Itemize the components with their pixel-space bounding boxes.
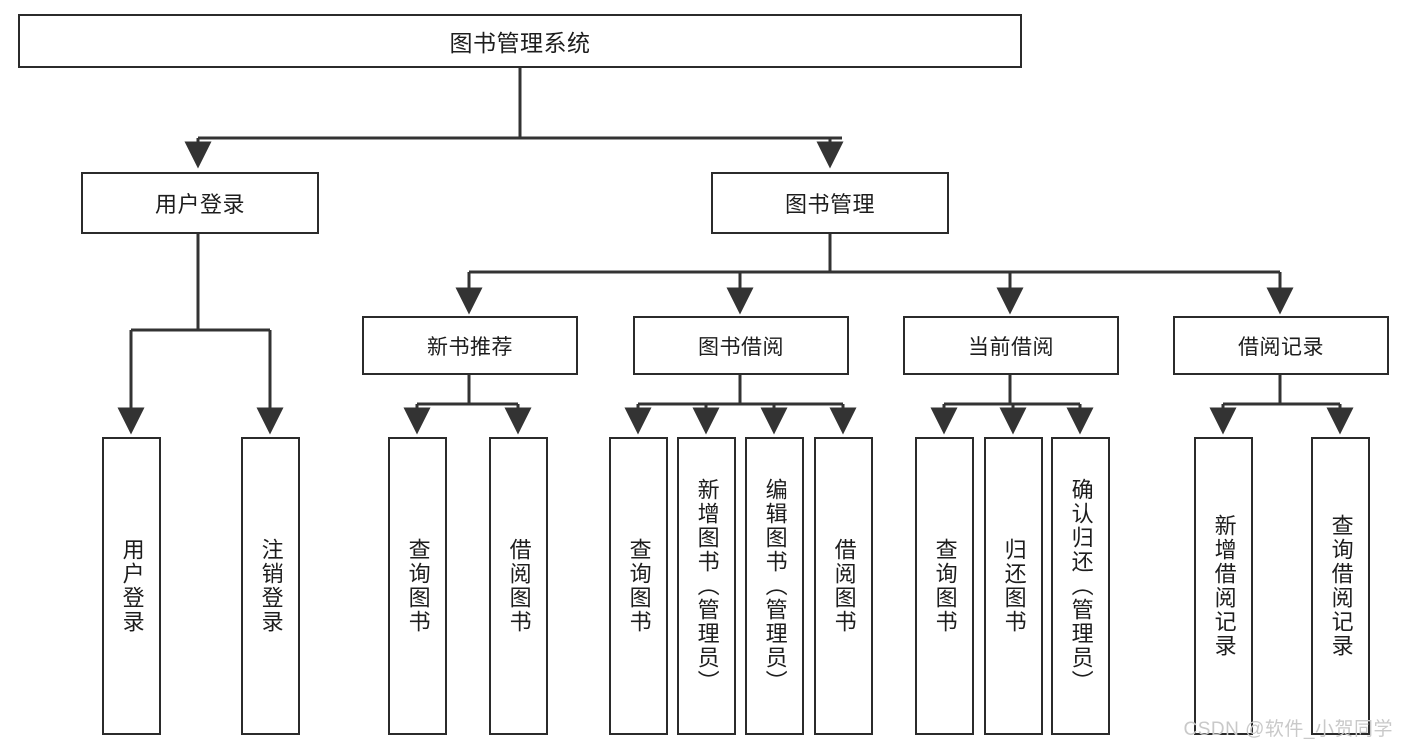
node-label: 借阅图书 bbox=[506, 538, 532, 634]
node-label: 图书管理 bbox=[784, 192, 875, 217]
leaf-new-book-borrow[interactable]: 借阅图书 bbox=[489, 437, 548, 735]
node-label: 编辑图书（管理员） bbox=[762, 478, 788, 694]
node-label: 查询图书 bbox=[626, 538, 652, 634]
node-label: 归还图书 bbox=[1001, 538, 1027, 634]
node-label: 查询图书 bbox=[405, 538, 431, 634]
leaf-book-borrow-borrow[interactable]: 借阅图书 bbox=[814, 437, 873, 735]
node-label: 图书借阅 bbox=[698, 335, 784, 359]
node-current-borrow[interactable]: 当前借阅 bbox=[903, 316, 1119, 375]
node-user-login[interactable]: 用户登录 bbox=[81, 172, 319, 234]
node-borrow-record[interactable]: 借阅记录 bbox=[1173, 316, 1389, 375]
leaf-book-borrow-query[interactable]: 查询图书 bbox=[609, 437, 668, 735]
node-label: 注销登录 bbox=[258, 538, 284, 634]
csdn-watermark: CSDN @软件_小贺同学 bbox=[1183, 719, 1393, 740]
node-label: 借阅记录 bbox=[1238, 335, 1324, 359]
node-root-system[interactable]: 图书管理系统 bbox=[18, 14, 1022, 68]
node-label: 新增借阅记录 bbox=[1211, 514, 1237, 658]
node-label: 查询借阅记录 bbox=[1328, 514, 1354, 658]
node-label: 新书推荐 bbox=[427, 335, 513, 359]
leaf-user-login-login[interactable]: 用户登录 bbox=[102, 437, 161, 735]
node-label: 确认归还（管理员） bbox=[1068, 478, 1094, 694]
leaf-user-login-logout[interactable]: 注销登录 bbox=[241, 437, 300, 735]
node-new-book-recommend[interactable]: 新书推荐 bbox=[362, 316, 578, 375]
leaf-current-borrow-confirm-return[interactable]: 确认归还（管理员） bbox=[1051, 437, 1110, 735]
node-label: 当前借阅 bbox=[968, 335, 1054, 359]
leaf-current-borrow-return[interactable]: 归还图书 bbox=[984, 437, 1043, 735]
node-label: 借阅图书 bbox=[831, 538, 857, 634]
leaf-book-borrow-edit[interactable]: 编辑图书（管理员） bbox=[745, 437, 804, 735]
leaf-new-book-query[interactable]: 查询图书 bbox=[388, 437, 447, 735]
node-label: 新增图书（管理员） bbox=[694, 478, 720, 694]
node-label: 用户登录 bbox=[154, 192, 245, 217]
node-label: 用户登录 bbox=[119, 538, 145, 634]
node-book-management[interactable]: 图书管理 bbox=[711, 172, 949, 234]
leaf-current-borrow-query[interactable]: 查询图书 bbox=[915, 437, 974, 735]
node-label: 查询图书 bbox=[932, 538, 958, 634]
leaf-book-borrow-add[interactable]: 新增图书（管理员） bbox=[677, 437, 736, 735]
node-label: 图书管理系统 bbox=[449, 30, 591, 56]
leaf-borrow-record-query[interactable]: 查询借阅记录 bbox=[1311, 437, 1370, 735]
node-book-borrow[interactable]: 图书借阅 bbox=[633, 316, 849, 375]
leaf-borrow-record-add[interactable]: 新增借阅记录 bbox=[1194, 437, 1253, 735]
